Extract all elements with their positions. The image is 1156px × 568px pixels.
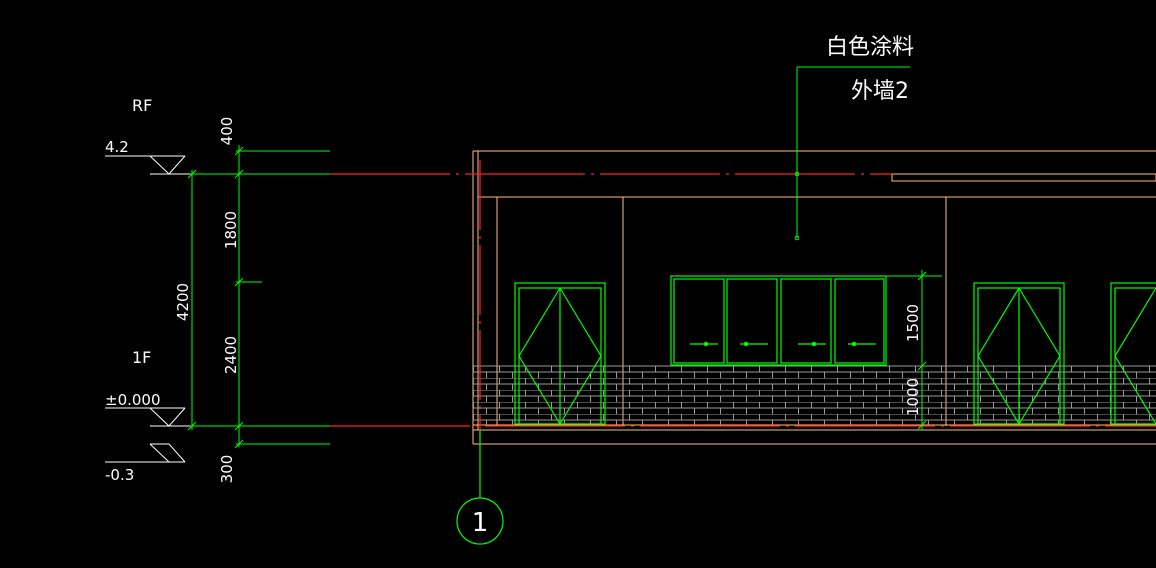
dim-sill-height: 1000 [904, 378, 922, 416]
door-right[interactable] [973, 282, 1065, 425]
dim-top: 400 [218, 117, 236, 146]
dimension-chain [187, 145, 330, 449]
axis-marker [456, 430, 504, 545]
level-marker-1f [105, 407, 190, 427]
brick-plinth [473, 365, 1156, 425]
dim-lower: 2400 [222, 336, 240, 374]
door-partial[interactable] [1110, 282, 1156, 425]
wall-type-note: 外墙2 [851, 79, 909, 104]
window-dimension [886, 270, 942, 430]
dim-total: 4200 [174, 283, 192, 321]
dim-upper: 1800 [222, 211, 240, 249]
door-left[interactable] [514, 282, 606, 425]
building-outline [472, 150, 1156, 445]
window[interactable] [670, 275, 887, 366]
level-name-1f: 1F [132, 348, 151, 367]
material-note: 白色涂料 [826, 35, 914, 60]
level-marker-rf [105, 155, 190, 175]
level-marker-ground [105, 443, 186, 463]
level-name-rf: RF [132, 96, 152, 115]
level-elev-ground: -0.3 [105, 466, 134, 484]
dim-window-height: 1500 [904, 304, 922, 342]
dim-bottom: 300 [218, 455, 236, 484]
level-elev-rf: 4.2 [105, 138, 129, 156]
axis-label: 1 [472, 508, 489, 538]
level-elev-1f: ±0.000 [105, 391, 161, 409]
leader-line [794, 66, 910, 241]
